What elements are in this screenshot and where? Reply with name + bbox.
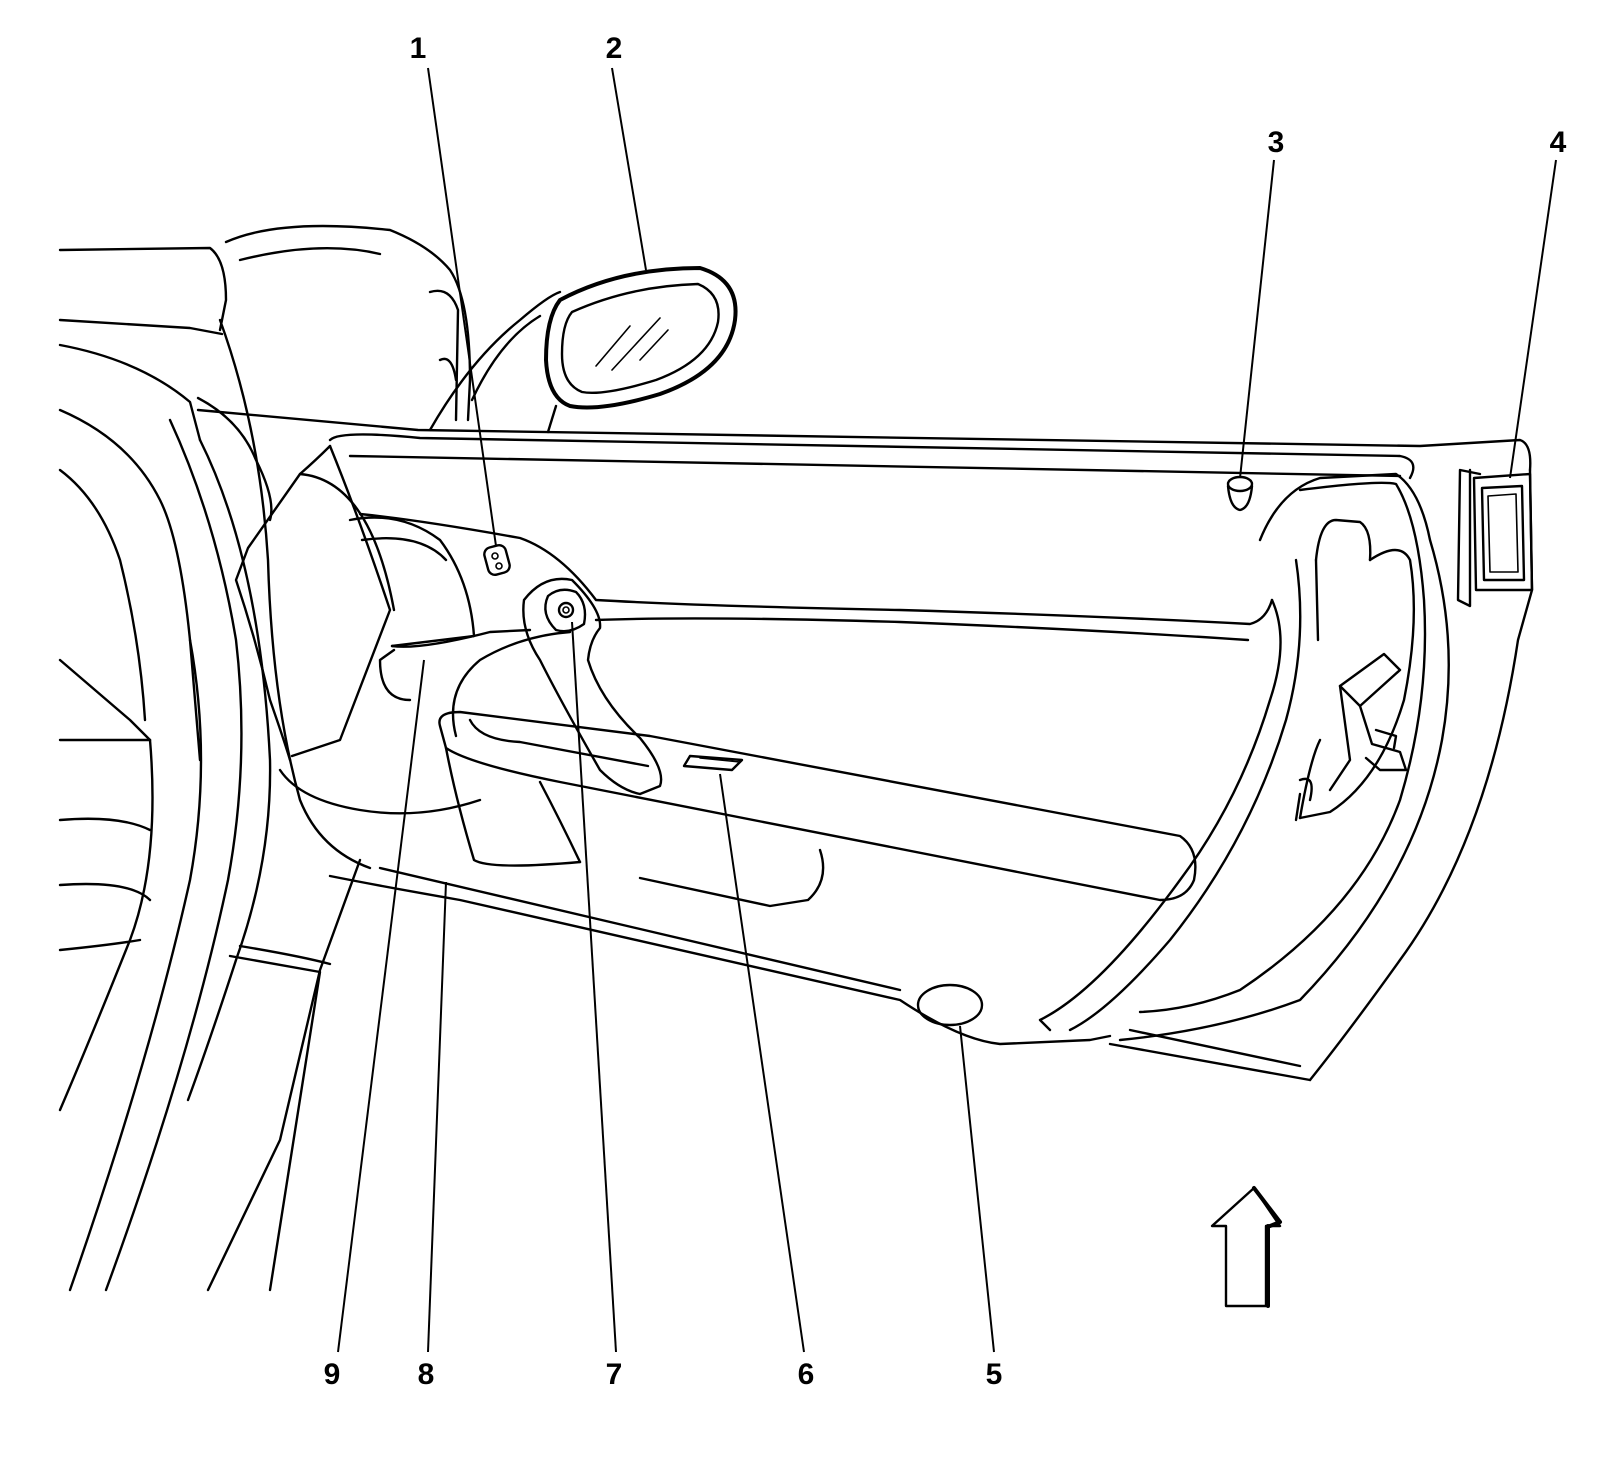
pull-handle-7: [522, 577, 663, 796]
vehicle-body: [58, 224, 472, 1292]
callout-9: 9: [324, 1358, 341, 1391]
armrest-plug-6: [682, 754, 744, 772]
outside-mirror: [428, 266, 738, 434]
callout-4: 4: [1550, 126, 1567, 159]
callout-6: 6: [798, 1358, 815, 1391]
upper-fastener-3: [1226, 475, 1254, 512]
callout-3: 3: [1268, 126, 1285, 159]
lower-plug-5: [916, 983, 984, 1027]
callout-2: 2: [606, 32, 623, 65]
door-upper-frame: [196, 408, 1534, 1082]
up-arrow-icon: [1210, 1186, 1282, 1308]
callout-8: 8: [418, 1358, 435, 1391]
trim-seam: [278, 648, 482, 815]
callout-5: 5: [986, 1358, 1003, 1391]
screw-cover-1: [483, 544, 511, 576]
end-cap-4: [1472, 472, 1534, 592]
door-trim-panel: [234, 444, 1450, 1082]
leader-lines: [337, 67, 1557, 1353]
callout-7: 7: [606, 1358, 623, 1391]
callout-labels: 1 2 3 4 5 6 7 8 9: [324, 32, 1567, 1391]
callout-1: 1: [410, 32, 427, 65]
